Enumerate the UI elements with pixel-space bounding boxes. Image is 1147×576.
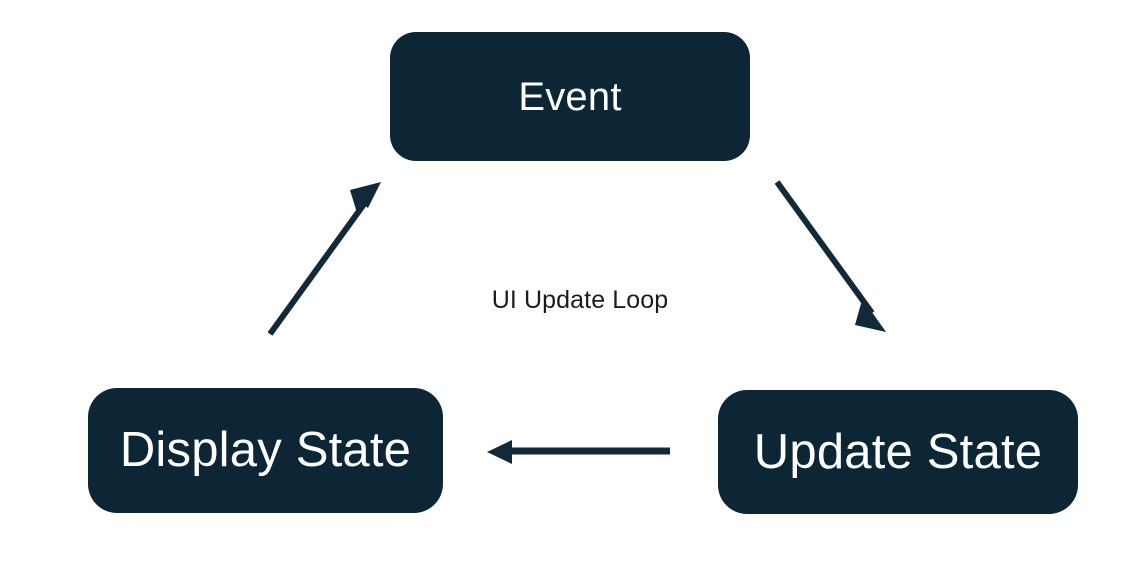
node-display-state[interactable]: Display State (88, 388, 443, 513)
arrow-update-state-to-display-state (487, 440, 670, 464)
node-update-state-label: Update State (753, 424, 1043, 479)
node-update-state[interactable]: Update State (718, 390, 1078, 514)
diagram-center-label: UI Update Loop (491, 286, 669, 314)
node-event[interactable]: Event (390, 32, 750, 161)
node-event-label: Event (518, 74, 622, 119)
node-display-state-label: Display State (119, 423, 412, 477)
